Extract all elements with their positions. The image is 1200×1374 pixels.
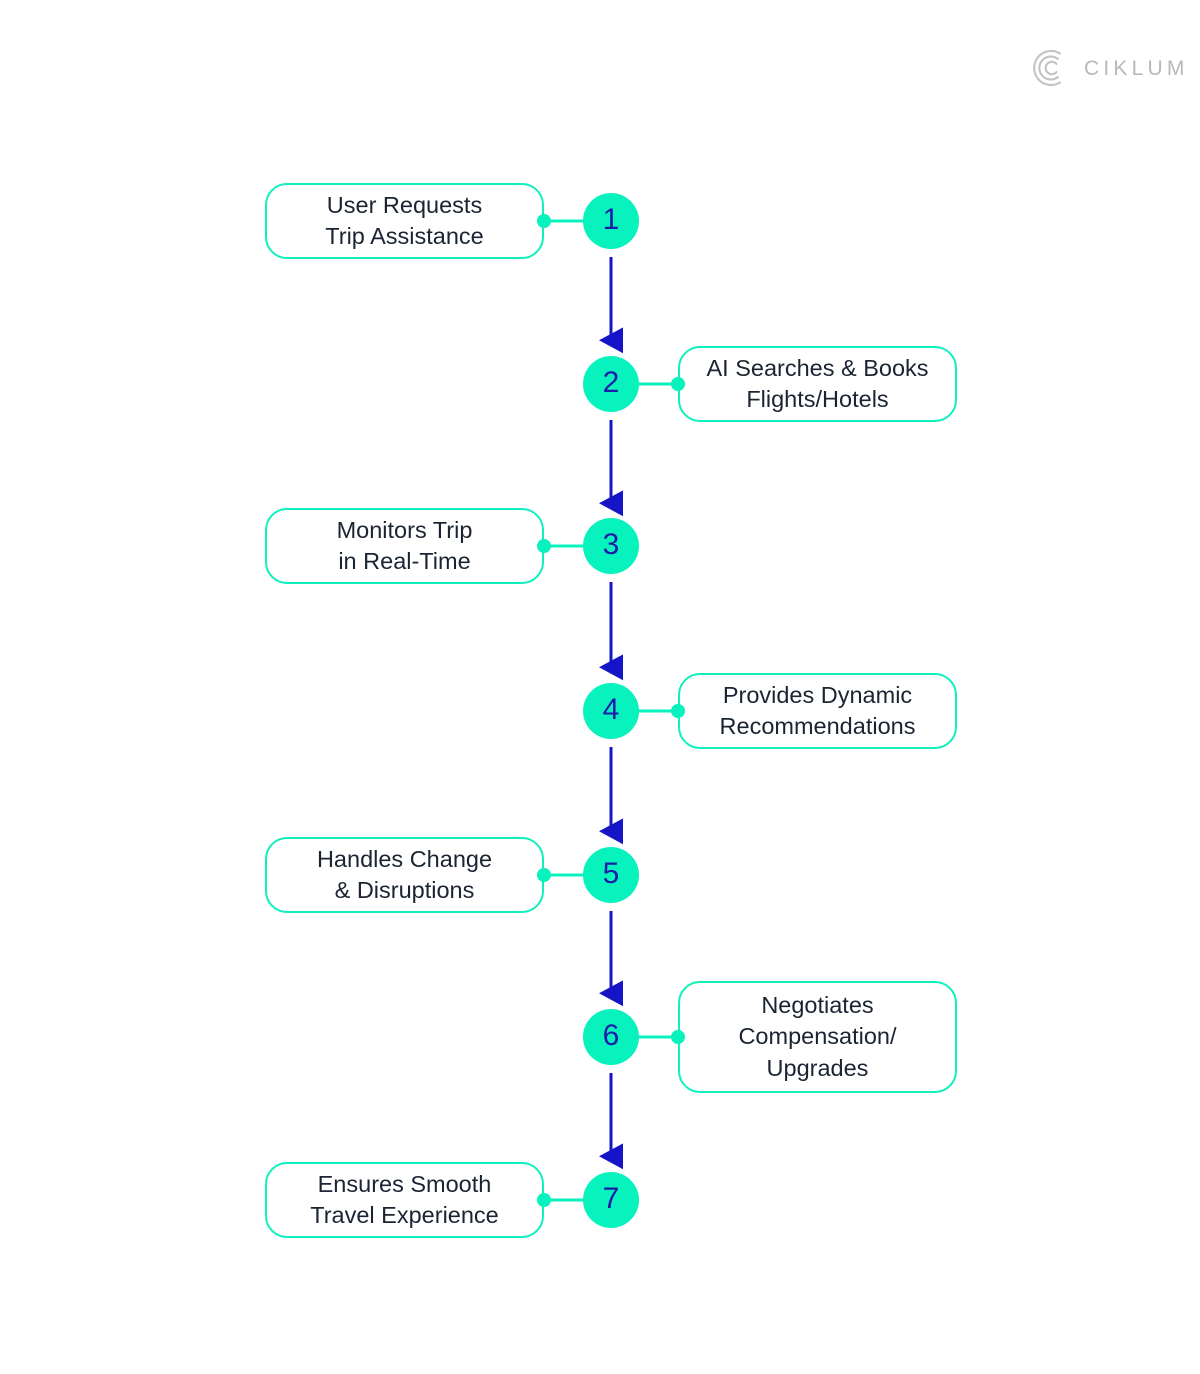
step-label-text-3: Monitors Trip in Real-Time <box>336 516 473 574</box>
step-label-box-6[interactable]: Negotiates Compensation/ Upgrades <box>678 981 957 1093</box>
step-label-box-2[interactable]: AI Searches & Books Flights/Hotels <box>678 346 957 422</box>
step-node-circle-5[interactable]: 5 <box>583 847 639 903</box>
step-label-text-4: Provides Dynamic Recommendations <box>719 681 916 739</box>
step-number-2: 2 <box>602 366 620 399</box>
step-label-box-5[interactable]: Handles Change & Disruptions <box>265 837 544 913</box>
step-node-circle-2[interactable]: 2 <box>583 356 639 412</box>
step-connector-dot-3 <box>537 539 551 553</box>
step-label-box-4[interactable]: Provides Dynamic Recommendations <box>678 673 957 749</box>
step-label-text-7: Ensures Smooth Travel Experience <box>310 1170 499 1228</box>
step-node-circle-1[interactable]: 1 <box>583 193 639 249</box>
step-node-circle-4[interactable]: 4 <box>583 683 639 739</box>
step-label-box-1[interactable]: User Requests Trip Assistance <box>265 183 544 259</box>
step-connector-dot-1 <box>537 214 551 228</box>
step-connector-dot-2 <box>671 377 685 391</box>
step-label-box-3[interactable]: Monitors Trip in Real-Time <box>265 508 544 584</box>
step-label-text-2: AI Searches & Books Flights/Hotels <box>706 354 929 412</box>
step-label-text-6: Negotiates Compensation/ Upgrades <box>738 992 897 1081</box>
step-node-circle-6[interactable]: 6 <box>583 1009 639 1065</box>
brand-logo: CIKLUM <box>1026 46 1189 90</box>
step-number-3: 3 <box>602 528 620 561</box>
step-connector-dot-7 <box>537 1193 551 1207</box>
step-connector-dot-4 <box>671 704 685 718</box>
brand-name: CIKLUM <box>1084 56 1189 80</box>
step-node-circle-7[interactable]: 7 <box>583 1172 639 1228</box>
ciklum-c-logo-icon <box>1026 46 1070 90</box>
step-number-5: 5 <box>602 857 620 890</box>
step-label-text-5: Handles Change & Disruptions <box>316 845 493 903</box>
step-label-text-1: User Requests Trip Assistance <box>325 191 484 249</box>
step-node-circle-3[interactable]: 3 <box>583 518 639 574</box>
step-number-6: 6 <box>602 1019 620 1052</box>
step-label-box-7[interactable]: Ensures Smooth Travel Experience <box>265 1162 544 1238</box>
step-number-1: 1 <box>602 203 620 236</box>
step-connector-dot-5 <box>537 868 551 882</box>
step-connector-dot-6 <box>671 1030 685 1044</box>
step-number-4: 4 <box>602 693 620 726</box>
step-number-7: 7 <box>602 1182 620 1215</box>
